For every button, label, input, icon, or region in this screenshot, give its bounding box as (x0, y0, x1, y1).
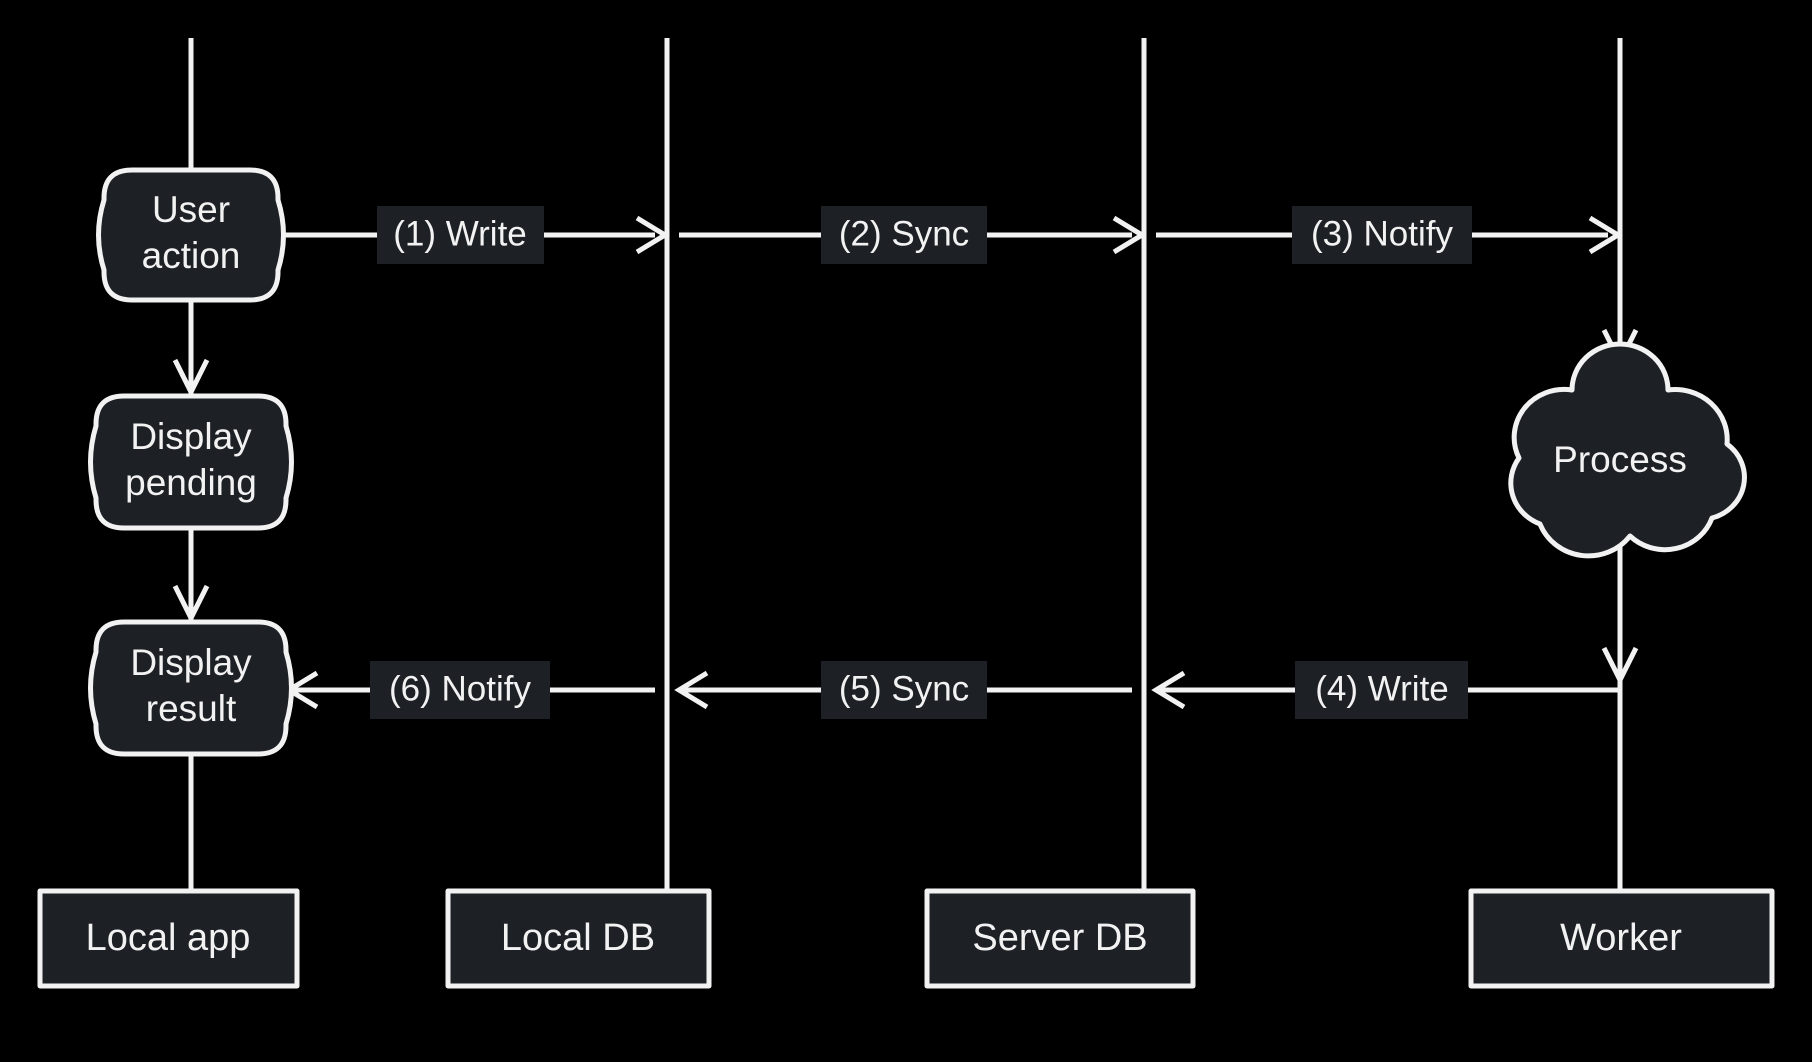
node-display-pending-shape[interactable] (88, 393, 294, 531)
edge-label-chip-sync-2 (821, 206, 987, 264)
node-display-result-shape[interactable] (88, 619, 294, 757)
actor-box-local-app[interactable] (37, 888, 300, 989)
arrowhead-write-1 (635, 215, 670, 255)
actor-label-worker: Worker (1560, 917, 1682, 959)
node-display-pending-label-line2: pending (125, 462, 257, 503)
node-display-result-label-line2: result (146, 688, 237, 729)
edge-label-chip-sync-5 (821, 661, 987, 719)
arrowhead-write-4 (1151, 670, 1186, 710)
edge-label-sync-5: (5) Sync (839, 669, 969, 708)
edge-label-notify-6: (6) Notify (389, 669, 531, 708)
arrowhead-notify-3 (1588, 215, 1623, 255)
edge-label-chip-notify-3 (1292, 206, 1472, 264)
edge-label-notify-3: (3) Notify (1311, 214, 1453, 253)
actor-label-local-db: Local DB (501, 917, 655, 959)
actor-label-server-db: Server DB (972, 917, 1147, 959)
actor-box-worker[interactable] (1468, 888, 1775, 989)
edge-label-chip-notify-6 (370, 661, 550, 719)
edge-label-chip-write-4 (1295, 661, 1468, 719)
arrowhead-sync-2 (1112, 215, 1147, 255)
node-user-action-label-line1: User (152, 189, 230, 230)
arrowhead-sync-5 (674, 670, 709, 710)
actor-box-server-db[interactable] (924, 888, 1196, 989)
arrowhead-process-to-write (1601, 646, 1639, 686)
arrowhead-pending-to-result (172, 584, 210, 624)
actor-box-local-db[interactable] (445, 888, 712, 989)
node-user-action-label-line2: action (142, 235, 241, 276)
arrowhead-action-to-pending (172, 358, 210, 398)
node-display-pending-label-line1: Display (130, 416, 252, 457)
edge-label-write-1: (1) Write (393, 214, 527, 253)
actor-label-local-app: Local app (86, 917, 251, 959)
node-user-action-shape[interactable] (96, 167, 286, 303)
node-process-label: Process (1553, 439, 1687, 480)
node-process-shape[interactable] (1508, 341, 1747, 559)
node-display-result-label-line1: Display (130, 642, 252, 683)
edge-label-write-4: (4) Write (1315, 669, 1449, 708)
edge-label-chip-write-1 (377, 206, 544, 264)
edge-label-sync-2: (2) Sync (839, 214, 969, 253)
